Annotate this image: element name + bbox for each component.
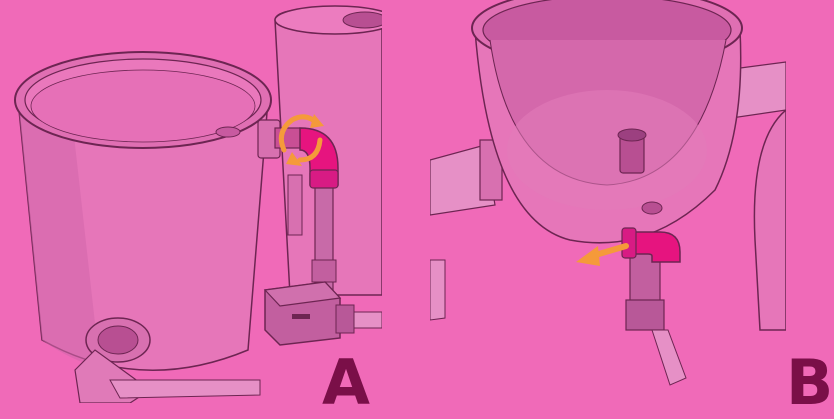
instruction-diagram: A B	[0, 0, 834, 403]
adjacent-tank-icon	[754, 110, 786, 330]
main-tank-icon	[472, 0, 742, 243]
panel-b-illustration	[430, 0, 786, 403]
vertical-pipe-icon	[626, 250, 686, 385]
direction-arrow-icon	[576, 246, 626, 266]
panel-b-label: B	[786, 352, 832, 414]
panel-b	[430, 0, 786, 403]
side-pipe-icon	[430, 140, 502, 320]
panel-a-label: A	[322, 352, 369, 414]
vertical-pipe-icon	[312, 185, 336, 290]
main-tank-icon	[15, 52, 280, 370]
panel-a-illustration	[0, 0, 382, 403]
panel-a	[0, 0, 382, 403]
